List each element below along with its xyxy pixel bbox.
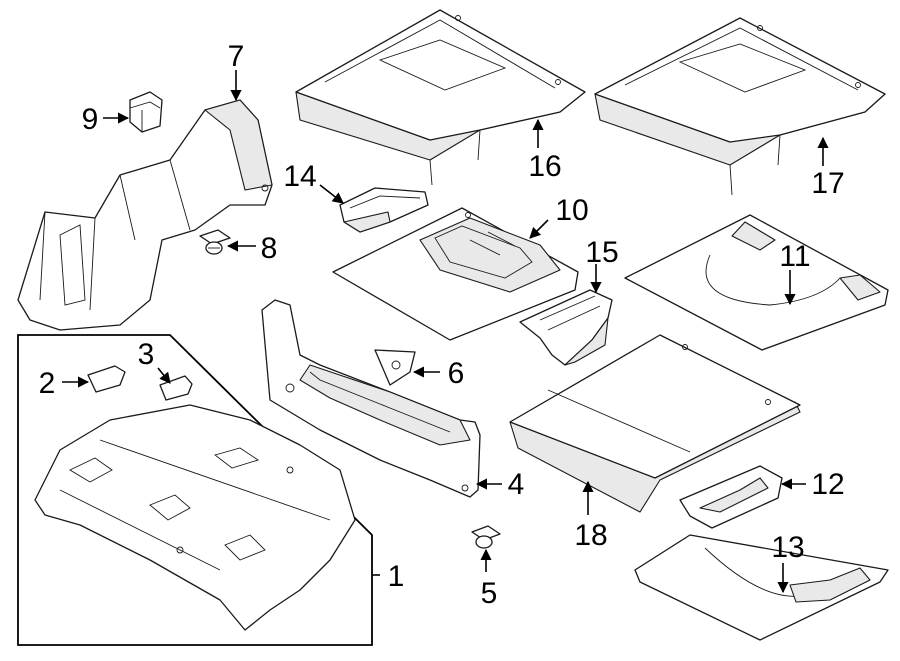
part-2-cover: [87, 365, 126, 393]
part-7-quarter-trim: [17, 99, 273, 331]
callout-16: 16: [528, 150, 561, 183]
callout-15: 15: [585, 236, 618, 269]
callout-13: 13: [771, 531, 804, 564]
leader-3: [157, 367, 171, 384]
part-15-bracket: [519, 289, 613, 366]
part-6-cover: [374, 349, 416, 386]
part-14-cover: [339, 187, 429, 233]
part-4-scuff-plate: [261, 299, 481, 498]
callout-7: 7: [228, 40, 245, 73]
callout-17: 17: [811, 167, 844, 200]
part-3-cover: [159, 375, 193, 401]
part-10-floor-panel: [332, 207, 579, 341]
callout-5: 5: [481, 577, 498, 610]
part-13-floor-panel: [634, 534, 889, 641]
callout-labels: 7 9 8 14 16 17 10 15 11 6 2 3 4 5 18 12 …: [39, 40, 845, 610]
part-8-push-pin: [199, 229, 231, 255]
callout-12: 12: [811, 468, 844, 501]
callout-14: 14: [283, 160, 316, 193]
callout-3: 3: [138, 338, 155, 371]
leader-10: [529, 219, 549, 239]
part-18-floor-panel: [509, 334, 801, 513]
part-9-clip: [129, 91, 163, 133]
callout-11: 11: [779, 240, 810, 273]
callout-8: 8: [261, 232, 278, 265]
part-5-push-pin: [471, 525, 501, 549]
callout-1: 1: [388, 560, 405, 593]
leader-lines: [62, 70, 829, 594]
part-16-panel: [295, 9, 586, 186]
part-1-package-tray: [34, 404, 356, 631]
callout-10: 10: [555, 194, 588, 227]
callout-6: 6: [448, 357, 465, 390]
callout-9: 9: [82, 103, 99, 136]
callout-18: 18: [574, 519, 607, 552]
leader-14: [319, 184, 344, 204]
part-11-floor-panel: [624, 214, 889, 351]
callout-4: 4: [508, 468, 525, 501]
callout-2: 2: [39, 367, 56, 400]
part-17-panel: [594, 17, 886, 196]
part-12-bracket: [679, 465, 783, 529]
